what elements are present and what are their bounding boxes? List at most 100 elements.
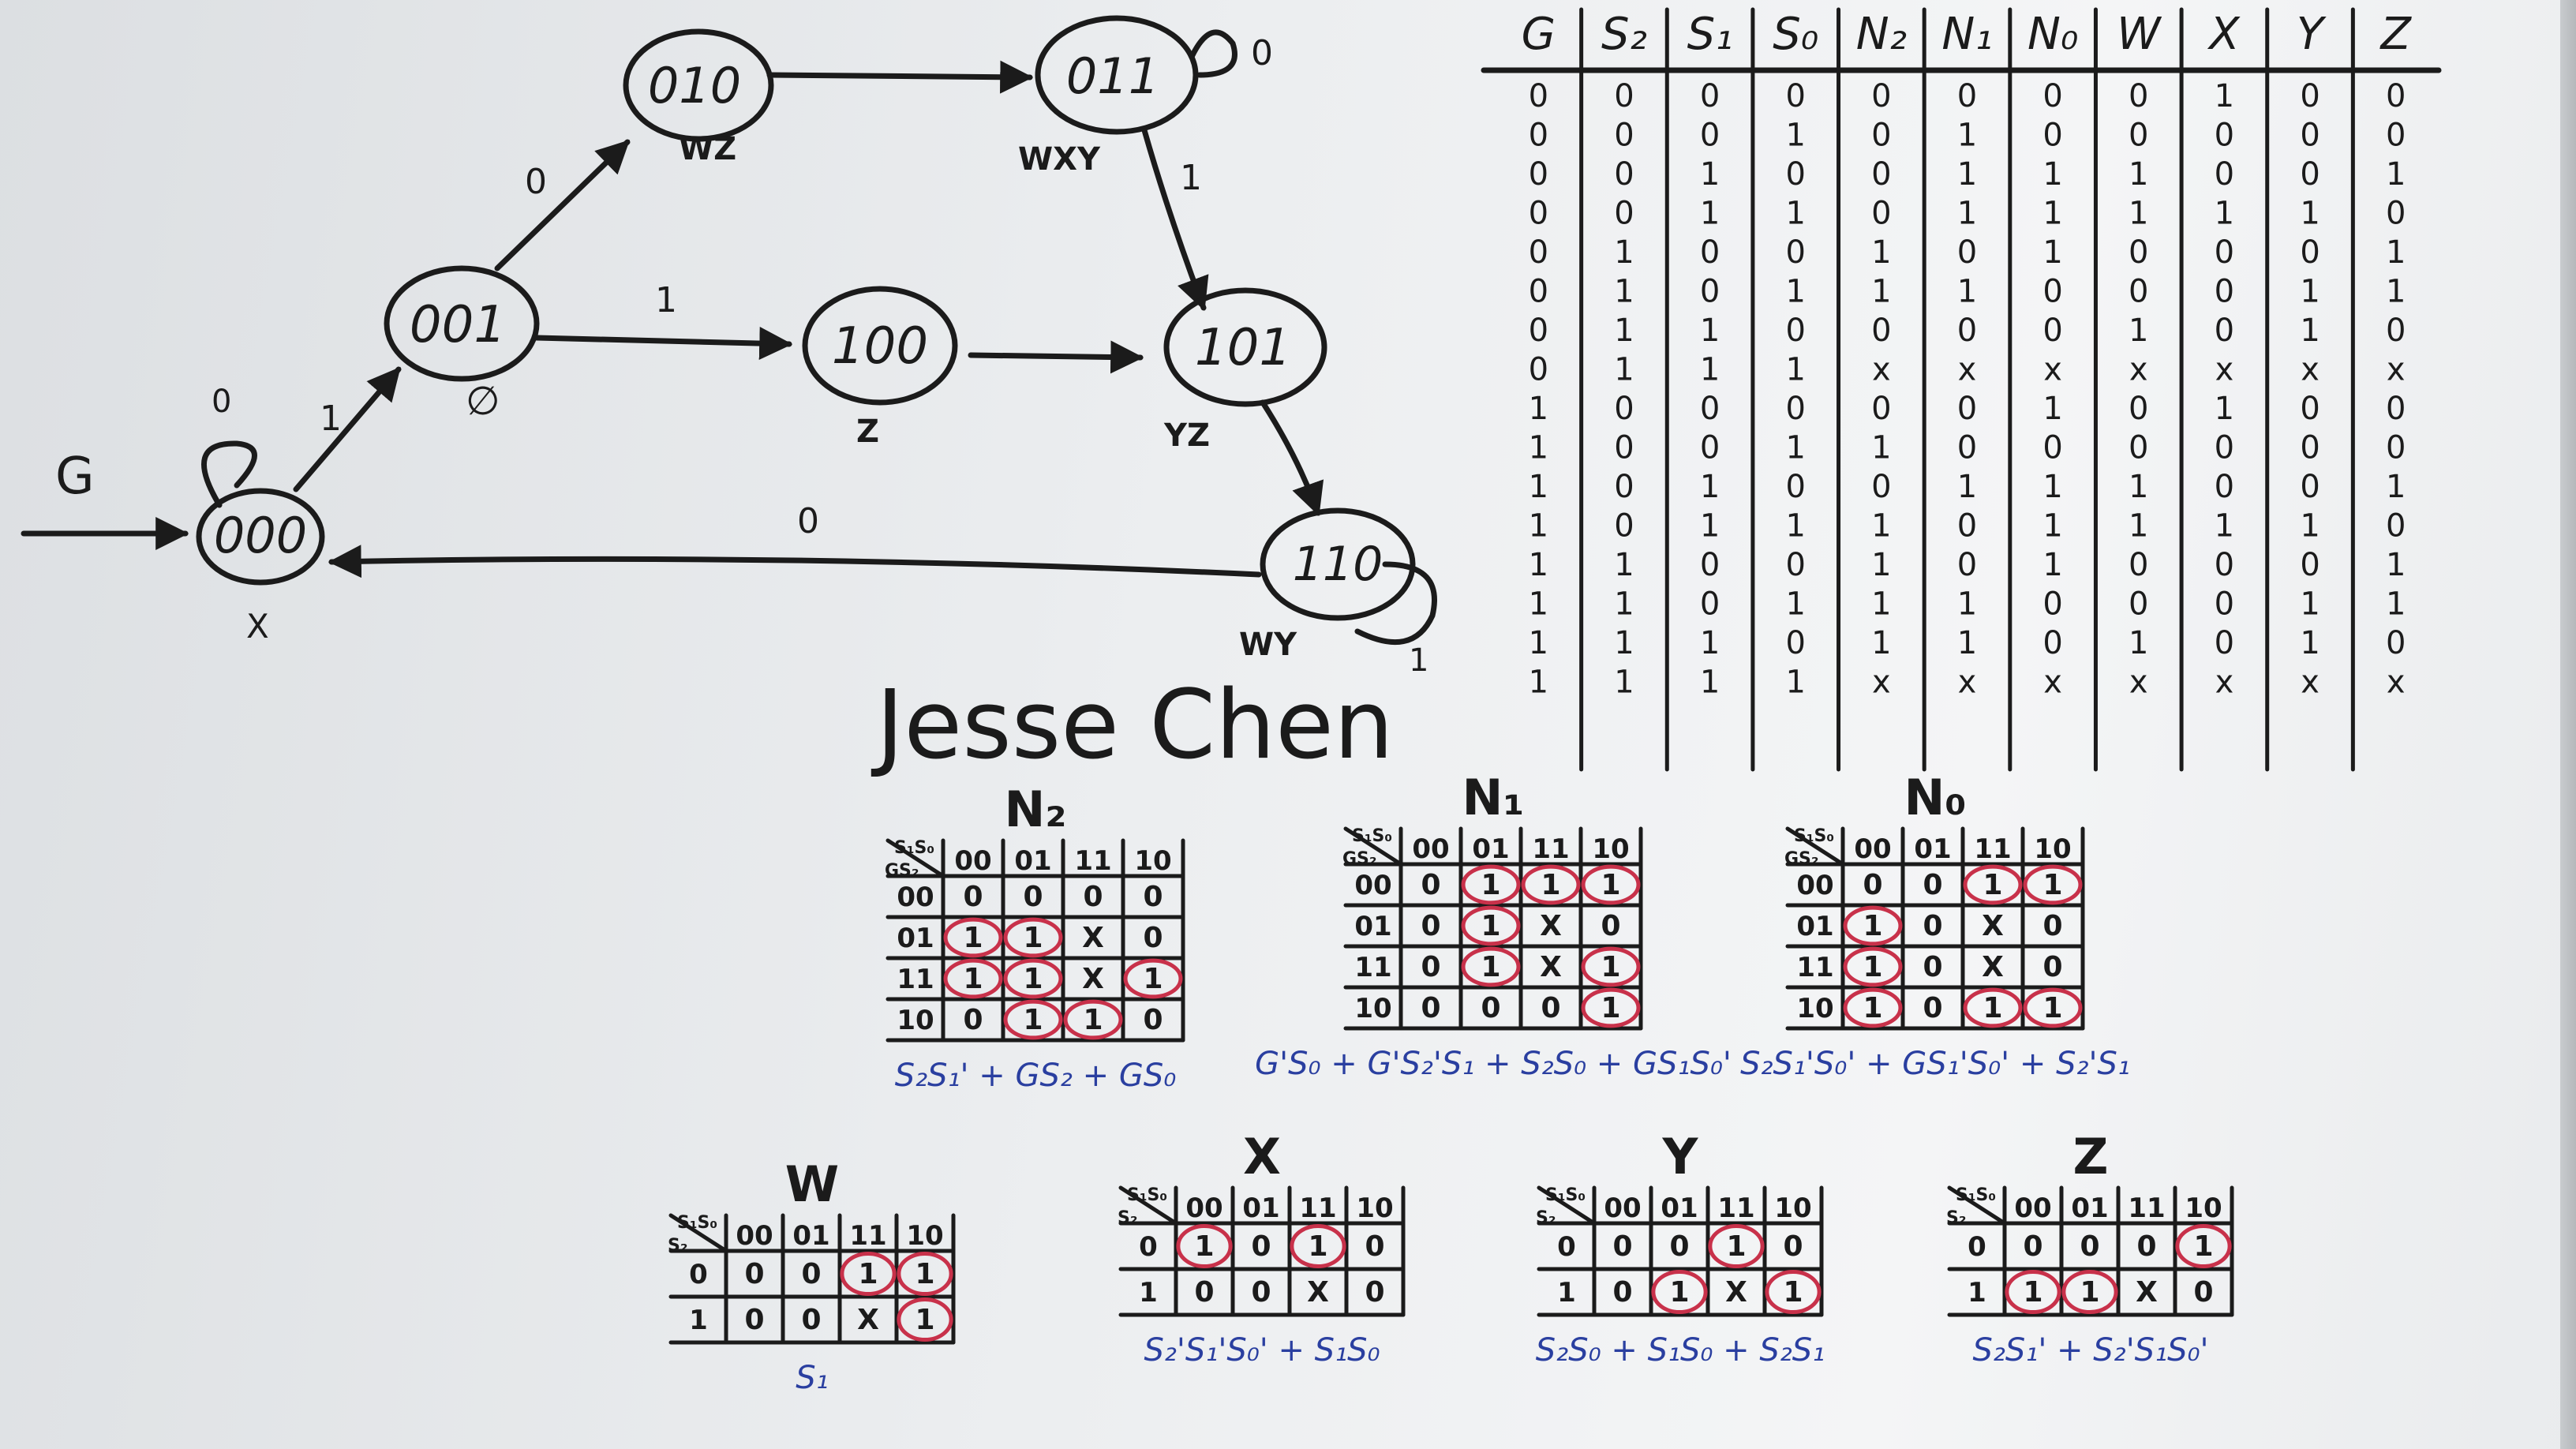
table-cell: 0 (1614, 469, 1634, 505)
kmap-cell: 0 (1863, 869, 1882, 901)
kmap-col-header: 11 (1532, 833, 1569, 865)
kmap-cell: 0 (1783, 1230, 1803, 1263)
table-cell: 1 (2042, 508, 2062, 545)
table-header: S₂ (1601, 9, 1647, 60)
table-cell: 1 (1529, 469, 1548, 505)
table-cell: 1 (1529, 586, 1548, 623)
table-header: S₁ (1687, 9, 1733, 60)
kmap-title: Y (1662, 1128, 1699, 1185)
kmap-corner-top: S₁S₀ (1545, 1185, 1586, 1205)
kmap-cell: 1 (1023, 963, 1043, 995)
table-cell: 1 (2129, 156, 2148, 193)
table-cell: 0 (1871, 196, 1891, 232)
table-cell: 1 (2300, 586, 2320, 623)
kmap-equation: S₂S₁' + S₂'S₁S₀' (1972, 1332, 2208, 1368)
kmap-cell: X (1982, 951, 2004, 983)
table-cell: 1 (1786, 586, 1806, 623)
table-cell: 0 (1529, 196, 1548, 232)
table-cell: 0 (1957, 313, 1977, 349)
kmap-cell: 1 (915, 1258, 934, 1290)
kmap-row-header: 01 (1796, 911, 1833, 942)
table-cell: 1 (1786, 665, 1806, 701)
kmap-group-circle (1063, 999, 1123, 1040)
table-cell: 1 (1871, 547, 1891, 583)
table-cell: x (2387, 665, 2406, 701)
edge-label-000-001: 1 (320, 399, 342, 439)
kmap-col-header: 10 (1592, 833, 1629, 865)
table-cell: 0 (1529, 313, 1548, 349)
edge-label-110-000: 0 (797, 501, 819, 541)
table-cell: 0 (1957, 508, 1977, 545)
kmap-group-circle (1843, 946, 1903, 987)
kmap-title: W (785, 1155, 839, 1213)
kmap-cell: 0 (2080, 1230, 2099, 1263)
table-cell: 1 (1700, 469, 1720, 505)
table-cell: 1 (2386, 586, 2406, 623)
table-cell: 0 (1614, 430, 1634, 466)
kmap-corner-diagonal (1343, 826, 1403, 867)
table-cell: 1 (1700, 665, 1720, 701)
table-cell: 0 (1529, 234, 1548, 271)
kmap-cell: 1 (1194, 1230, 1214, 1263)
table-cell: 1 (1871, 430, 1891, 466)
kmap-cell: 1 (1481, 910, 1500, 942)
kmap-cell: 0 (1541, 992, 1560, 1024)
kmap-group-circle (2023, 987, 2083, 1028)
edge-001-to-010 (494, 139, 631, 271)
whiteboard-frame-edge (2560, 0, 2576, 1449)
kmap-group-circle (1651, 1269, 1708, 1315)
table-cell: 0 (1786, 313, 1806, 349)
table-cell: x (1872, 352, 1891, 388)
kmap-cell: 0 (2136, 1230, 2156, 1263)
table-cell: x (2043, 352, 2062, 388)
kmap-cell: 0 (1083, 881, 1103, 913)
kmap-group-circle (840, 1251, 897, 1297)
state-code: 110 (1293, 537, 1383, 592)
kmap-cell: 0 (963, 881, 983, 913)
table-cell: 0 (2386, 391, 2406, 427)
kmap-cell: 1 (1863, 910, 1882, 942)
table-header: N₀ (2027, 9, 2078, 60)
kmap-cell: 0 (1251, 1230, 1271, 1263)
kmap-cell: 1 (1481, 951, 1500, 983)
table-cell: 0 (1614, 118, 1634, 154)
table-cell: 1 (2042, 391, 2062, 427)
table-cell: x (2387, 352, 2406, 388)
table-cell: 1 (1871, 274, 1891, 310)
table-header: X (2207, 9, 2241, 60)
kmap-equation: G'S₀ + G'S₂'S₁ + S₂S₀ + GS₁S₀' (1255, 1046, 1732, 1082)
table-cell: 1 (1957, 469, 1977, 505)
kmap-cell: 0 (1365, 1276, 1384, 1309)
kmap-col-header: 11 (1074, 845, 1111, 877)
state-output: ∅ (466, 378, 500, 424)
table-cell: 0 (1614, 156, 1634, 193)
table-cell: 1 (1700, 313, 1720, 349)
table-cell: 0 (1614, 391, 1634, 427)
state-code: 010 (648, 57, 741, 114)
kmap-cell: 1 (1783, 1276, 1803, 1309)
kmap-corner-diagonal (1537, 1185, 1597, 1226)
kmap-col-header: 10 (2185, 1193, 2222, 1224)
kmap-cell: 1 (1983, 992, 2002, 1024)
table-cell: 0 (2386, 196, 2406, 232)
kmap-cell: 1 (2042, 869, 2062, 901)
table-cell: x (1958, 665, 1977, 701)
author-signature: Jesse Chen (871, 671, 1394, 781)
kmap-row-header: 0 (1139, 1231, 1158, 1263)
table-cell: 1 (2215, 391, 2234, 427)
table-cell: 0 (2386, 625, 2406, 661)
table-cell: 1 (2042, 547, 2062, 583)
kmap-group-circle (1123, 958, 1183, 999)
kmap-corner-diagonal (1785, 826, 1845, 867)
kmap-cell: X (1082, 963, 1104, 995)
table-cell: 1 (2129, 469, 2148, 505)
kmap-col-header: 01 (1661, 1193, 1698, 1224)
kmap-cell: 0 (2042, 951, 2062, 983)
table-cell: 0 (1871, 469, 1891, 505)
table-cell: 0 (1700, 118, 1720, 154)
table-cell: 0 (1871, 391, 1891, 427)
